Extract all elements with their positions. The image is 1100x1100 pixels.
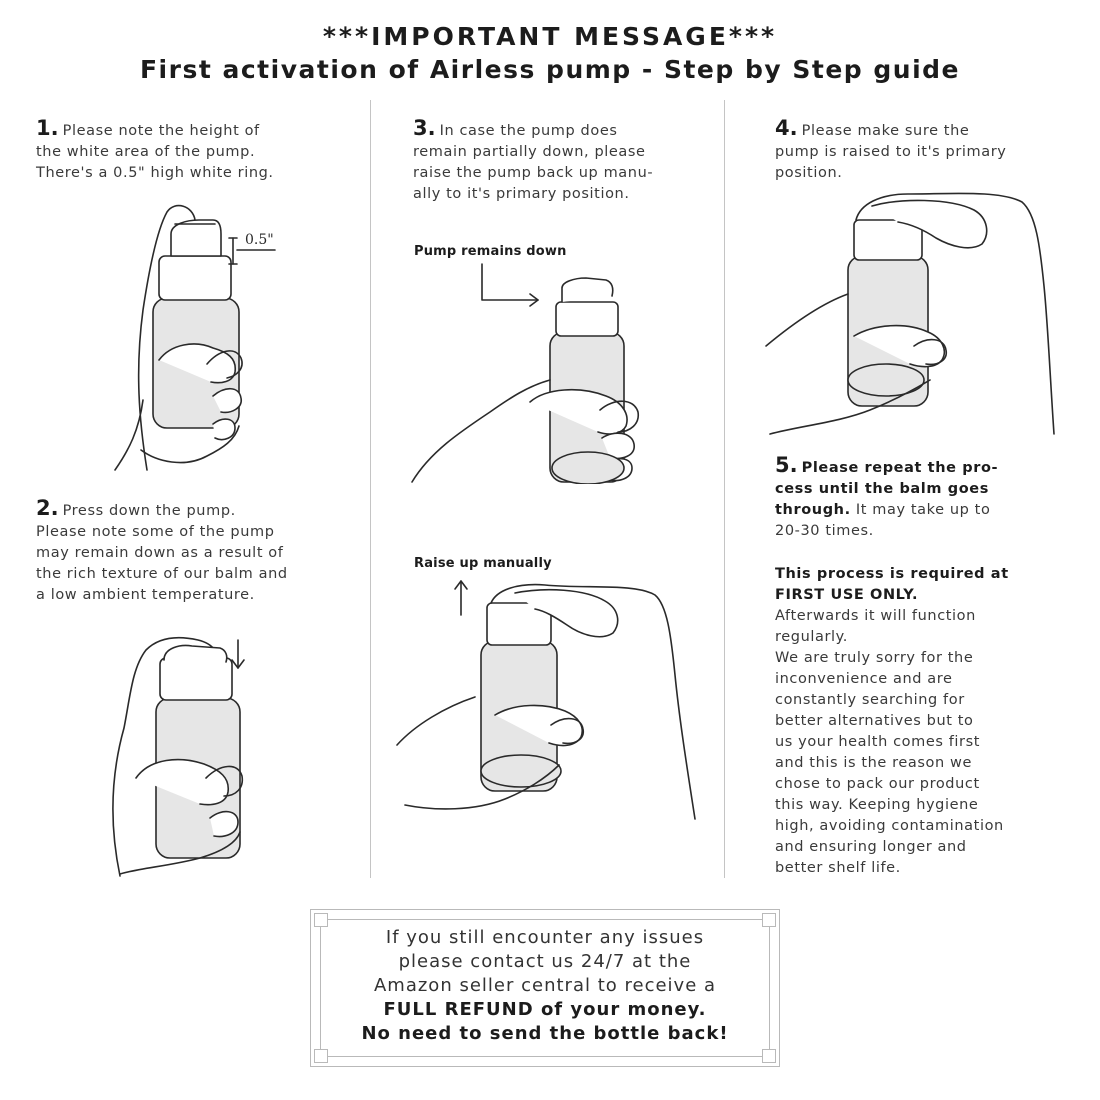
refund-line: please contact us 24/7 at the (398, 951, 692, 972)
note-line: constantly searching for (775, 692, 965, 708)
refund-notice-box: If you still encounter any issues please… (310, 909, 780, 1067)
note-line: Afterwards it will function (775, 608, 976, 624)
step-bold-line: Please repeat the pro- (801, 460, 999, 476)
frame-corner-ornament (762, 913, 776, 927)
refund-line: Amazon seller central to receive a (373, 975, 717, 996)
step-text-line: 20-30 times. (775, 523, 874, 539)
column-divider-left (370, 100, 371, 878)
step-text-line: position. (775, 165, 843, 181)
step-text-line: Please make sure the (801, 123, 970, 139)
raise-up-manually-illustration (395, 575, 725, 820)
pump-raised-illustration (760, 186, 1060, 436)
step-5: 5.Please repeat the pro- cess until the … (775, 455, 998, 542)
note-line: and ensuring longer and (775, 839, 967, 855)
step-bold-line: cess until the balm goes (775, 481, 989, 497)
note-line: us your health comes first (775, 734, 981, 750)
refund-line: If you still encounter any issues (385, 927, 705, 948)
note-line: this way. Keeping hygiene (775, 797, 979, 813)
note-line: and this is the reason we (775, 755, 973, 771)
page-title: ***IMPORTANT MESSAGE*** (322, 22, 778, 51)
step-text-line: raise the pump back up manu- (413, 165, 654, 181)
pump-remains-down-illustration (410, 262, 650, 484)
note-bold-line: FIRST USE ONLY. (775, 587, 919, 603)
page-subtitle: First activation of Airless pump - Step … (139, 55, 961, 84)
refund-bold: FULL REFUND (383, 999, 534, 1020)
step-number: 3. (413, 116, 436, 140)
refund-line: of your money. (533, 999, 707, 1020)
step-text-line: Please note some of the pump (36, 524, 275, 540)
refund-notice-inner-frame (320, 919, 770, 1057)
step-3: 3.In case the pump does remain partially… (413, 118, 653, 205)
note-line: better shelf life. (775, 860, 901, 876)
step-text-line: Please note the height of (62, 123, 260, 139)
raise-up-manually-caption: Raise up manually (414, 556, 552, 571)
note-line: inconvenience and are (775, 671, 953, 687)
step-text-line: In case the pump does (439, 123, 618, 139)
note-line: regularly. (775, 629, 848, 645)
step-2: 2.Press down the pump. Please note some … (36, 498, 288, 606)
step-number: 2. (36, 496, 59, 520)
refund-bold: No need to send the bottle back! (361, 1023, 729, 1044)
step-text-line: a low ambient temperature. (36, 587, 255, 603)
step-text-line: pump is raised to it's primary (775, 144, 1007, 160)
pump-remains-down-caption: Pump remains down (414, 244, 567, 259)
step-text-line: may remain down as a result of (36, 545, 284, 561)
step-text-line: the rich texture of our balm and (36, 566, 288, 582)
step-text-line: remain partially down, please (413, 144, 646, 160)
frame-corner-ornament (314, 913, 328, 927)
step-bold-line: through. (775, 502, 851, 518)
refund-notice-text: If you still encounter any issues please… (311, 926, 779, 1046)
step-number: 1. (36, 116, 59, 140)
hand-holding-pump-illustration: 0.5" (95, 200, 295, 475)
step-text-line: It may take up to (850, 502, 991, 518)
first-use-note: This process is required at FIRST USE ON… (775, 564, 1009, 879)
step-4: 4.Please make sure the pump is raised to… (775, 118, 1006, 184)
step-text-line: There's a 0.5" high white ring. (36, 165, 274, 181)
note-line: We are truly sorry for the (775, 650, 974, 666)
note-line: chose to pack our product (775, 776, 980, 792)
step-text-line: ally to it's primary position. (413, 186, 630, 202)
note-line: high, avoiding contamination (775, 818, 1004, 834)
step-number: 5. (775, 453, 798, 477)
step-text-line: the white area of the pump. (36, 144, 256, 160)
measurement-label: 0.5" (245, 232, 274, 248)
step-text-line: Press down the pump. (62, 503, 236, 519)
note-bold-line: This process is required at (775, 566, 1009, 582)
note-line: better alternatives but to (775, 713, 974, 729)
step-number: 4. (775, 116, 798, 140)
frame-corner-ornament (762, 1049, 776, 1063)
column-divider-right (724, 100, 725, 878)
frame-corner-ornament (314, 1049, 328, 1063)
step-1: 1.Please note the height of the white ar… (36, 118, 274, 184)
hand-pressing-pump-illustration (80, 628, 280, 878)
